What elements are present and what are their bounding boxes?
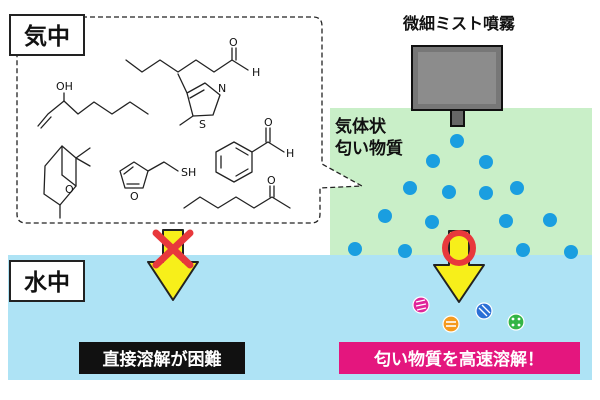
mist-droplet xyxy=(510,181,524,195)
mist-droplets xyxy=(348,134,578,259)
dissolved-molecule-green xyxy=(507,313,525,331)
mist-droplet xyxy=(398,244,412,258)
atom-label: O xyxy=(229,36,238,49)
mist-droplet xyxy=(403,181,417,195)
mist-droplet xyxy=(479,186,493,200)
molecule-heptanal xyxy=(125,47,249,73)
atom-label: O xyxy=(264,116,273,129)
mist-droplet xyxy=(516,243,530,257)
atom-label: SH xyxy=(181,166,196,179)
water-phase-label: 水中 xyxy=(24,270,70,296)
molecule-dimethylthiazole xyxy=(177,73,221,126)
dissolved-odor-molecules xyxy=(412,296,525,333)
atom-label: O xyxy=(130,190,139,203)
caption-right: 匂い物質を高速溶解！ xyxy=(373,349,544,370)
atom-label: OH xyxy=(56,80,73,93)
atom-label: N xyxy=(218,82,226,95)
atom-label: H xyxy=(252,66,260,79)
mist-droplet xyxy=(442,185,456,199)
gaseous-label-line1: 気体状 xyxy=(334,116,387,137)
dissolved-molecule-blue xyxy=(475,302,493,320)
mist-droplet xyxy=(378,209,392,223)
molecule-furfurylthiol xyxy=(119,161,179,189)
device-label: 微細ミスト噴霧 xyxy=(402,14,516,33)
mist-droplet xyxy=(426,154,440,168)
cross-mark-icon xyxy=(152,229,194,269)
atom-label: O xyxy=(267,174,276,187)
gas-phase-label-box xyxy=(9,14,85,56)
circle-mark-icon xyxy=(442,230,476,266)
gas-phase-label: 気中 xyxy=(24,23,70,50)
atom-label: O xyxy=(65,183,74,196)
mist-droplet xyxy=(425,215,439,229)
mist-droplet xyxy=(543,213,557,227)
caption-left-box xyxy=(79,342,245,374)
molecule-cineole xyxy=(43,145,91,219)
mist-droplet xyxy=(450,134,464,148)
dissolved-molecule-orange xyxy=(442,315,460,333)
mist-droplet xyxy=(479,155,493,169)
water-phase-label-box xyxy=(9,260,85,302)
dissolved-molecule-pink xyxy=(412,296,430,314)
mist-droplet xyxy=(499,214,513,228)
caption-right-box xyxy=(339,342,580,374)
atom-label: H xyxy=(286,147,294,160)
atom-label: S xyxy=(199,118,206,131)
nozzle-device-icon xyxy=(411,45,503,127)
gaseous-label-line2: 匂い物質 xyxy=(334,138,403,159)
caption-left: 直接溶解が困難 xyxy=(103,349,222,370)
mist-droplet xyxy=(564,245,578,259)
molecule-benzaldehyde xyxy=(215,127,285,183)
molecule-heptanone xyxy=(183,185,291,209)
molecule-octenol xyxy=(37,92,149,129)
mist-droplet xyxy=(348,242,362,256)
